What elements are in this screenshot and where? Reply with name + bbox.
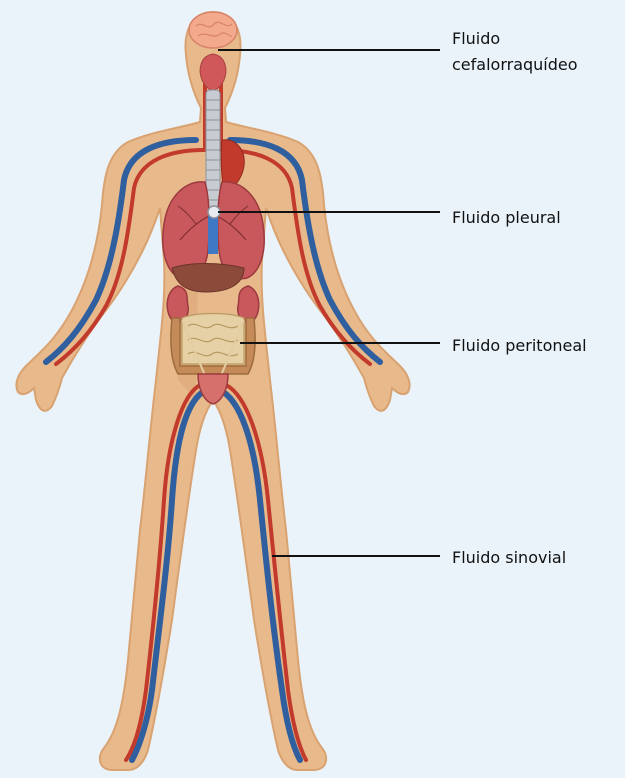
- label-cerebrospinal-line2: cefalorraquídeo: [452, 52, 578, 78]
- label-pleural-fluid: Fluido pleural: [452, 205, 561, 231]
- label-synovial-text: Fluido sinovial: [452, 545, 566, 571]
- label-pleural-text: Fluido pleural: [452, 205, 561, 231]
- brain-shape: [189, 12, 237, 48]
- label-cerebrospinal-line1: Fluido: [452, 26, 578, 52]
- label-cerebrospinal-fluid: Fluido cefalorraquídeo: [452, 26, 578, 78]
- esophagus: [208, 214, 218, 254]
- brain: [189, 12, 237, 48]
- label-peritoneal-text: Fluido peritoneal: [452, 333, 587, 359]
- label-peritoneal-fluid: Fluido peritoneal: [452, 333, 587, 359]
- label-synovial-fluid: Fluido sinovial: [452, 545, 566, 571]
